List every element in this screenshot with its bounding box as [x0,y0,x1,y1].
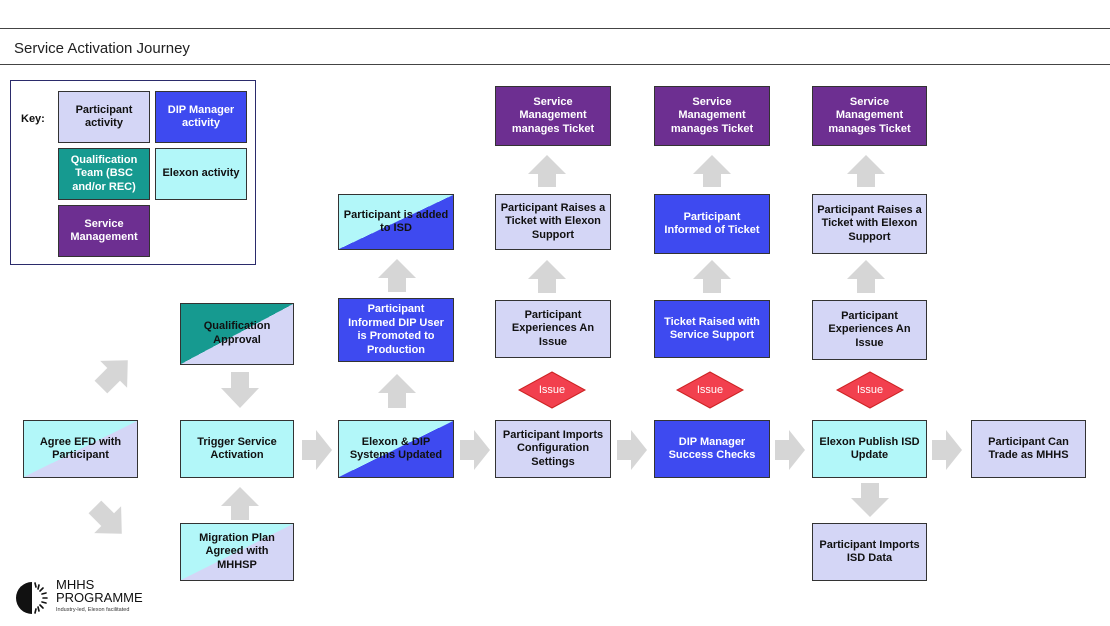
page-title: Service Activation Journey [14,40,190,57]
arrow-diagonal-down [88,500,122,534]
arrow-diagonal-up [94,360,128,394]
arrow-down [221,372,259,408]
arrow-right [617,430,647,470]
trigger-activation-box: Trigger Service Activation [180,420,294,478]
arrow-up [847,155,885,187]
arrow-right [460,430,490,470]
key-participant-activity: Participant activity [58,91,150,143]
issue-label-2: Issue [696,383,724,396]
systems-updated-box: Elexon & DIP Systems Updated [338,420,454,478]
qualification-approval-box: Qualification Approval [180,303,294,365]
service-management-box-3: Service Management manages Ticket [812,86,927,146]
logo-title-line1: MHHS [56,577,95,592]
issue-diamond [835,371,905,409]
raises-ticket-box-1: Participant Raises a Ticket with Elexon … [495,194,611,250]
arrow-up [528,260,566,293]
issue-label-3: Issue [856,383,884,396]
raises-ticket-box-2: Participant Raises a Ticket with Elexon … [812,194,927,254]
key-service-management: Service Management [58,205,150,257]
ticket-raised-box: Ticket Raised with Service Support [654,300,770,358]
logo-subtitle: Industry-led, Elexon facilitated [56,607,130,613]
issue-label-1: Issue [538,383,566,396]
trade-mhhs-box: Participant Can Trade as MHHS [971,420,1086,478]
added-to-isd-box: Participant is added to ISD [338,194,454,250]
issue-diamond [675,371,745,409]
migration-plan-box: Migration Plan Agreed with MHHSP [180,523,294,581]
arrow-down [851,483,889,517]
arrow-up [528,155,566,187]
imports-isd-box: Participant Imports ISD Data [812,523,927,581]
informed-promoted-box: Participant Informed DIP User is Promote… [338,298,454,362]
key-qualification-team: Qualification Team (BSC and/or REC) [58,148,150,200]
service-management-box-2: Service Management manages Ticket [654,86,770,146]
top-rule [0,28,1110,29]
logo-mark-icon [16,582,48,614]
success-checks-box: DIP Manager Success Checks [654,420,770,478]
arrow-up [378,374,416,408]
arrow-right [775,430,805,470]
agree-efd-box: Agree EFD with Participant [23,420,138,478]
key-dip-manager-activity: DIP Manager activity [155,91,247,143]
publish-isd-box: Elexon Publish ISD Update [812,420,927,478]
arrow-up [221,487,259,520]
issue-diamond [517,371,587,409]
key-legend: Key: Participant activity DIP Manager ac… [10,80,256,265]
key-elexon-activity: Elexon activity [155,148,247,200]
informed-ticket-box: Participant Informed of Ticket [654,194,770,254]
arrow-right [302,430,332,470]
logo-title-line2: PROGRAMME [56,590,143,605]
arrow-up [693,155,731,187]
experiences-issue-box-1: Participant Experiences An Issue [495,300,611,358]
service-management-box-1: Service Management manages Ticket [495,86,611,146]
arrow-up [378,259,416,292]
key-label: Key: [21,113,45,125]
arrow-up [847,260,885,293]
mhhs-logo: MHHS PROGRAMME Industry-led, Elexon faci… [14,578,164,618]
experiences-issue-box-2: Participant Experiences An Issue [812,300,927,360]
arrow-up [693,260,731,293]
title-rule [0,64,1110,65]
arrow-right [932,430,962,470]
imports-config-box: Participant Imports Configuration Settin… [495,420,611,478]
